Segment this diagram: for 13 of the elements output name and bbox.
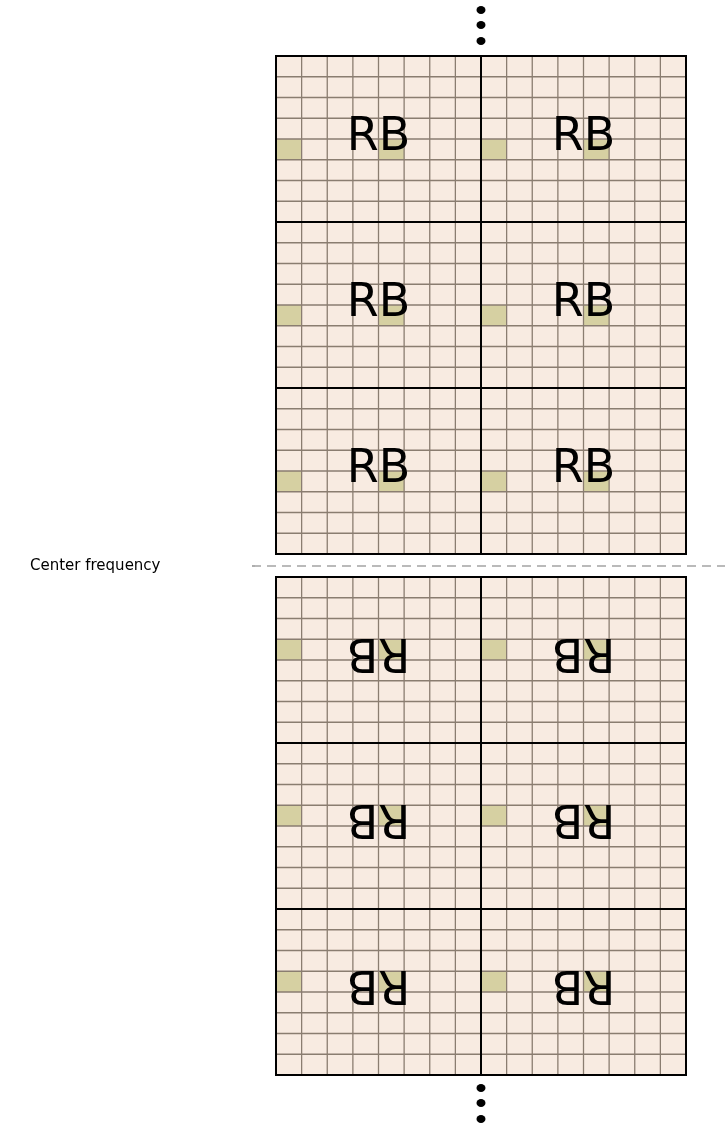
block-label: RB: [550, 438, 617, 495]
block-label: RB: [550, 959, 617, 1016]
center-frequency-label: Center frequency: [30, 555, 161, 575]
block-label: RB: [345, 106, 412, 163]
block-label: RB: [550, 627, 617, 684]
block-label: RB: [550, 272, 617, 329]
block-label: RB: [345, 959, 412, 1016]
block-label: RB: [345, 438, 412, 495]
block-label: RB: [345, 272, 412, 329]
block-label: RB: [550, 793, 617, 850]
block-label: RB: [345, 793, 412, 850]
block-label: RB: [550, 106, 617, 163]
block-label: RB: [345, 627, 412, 684]
